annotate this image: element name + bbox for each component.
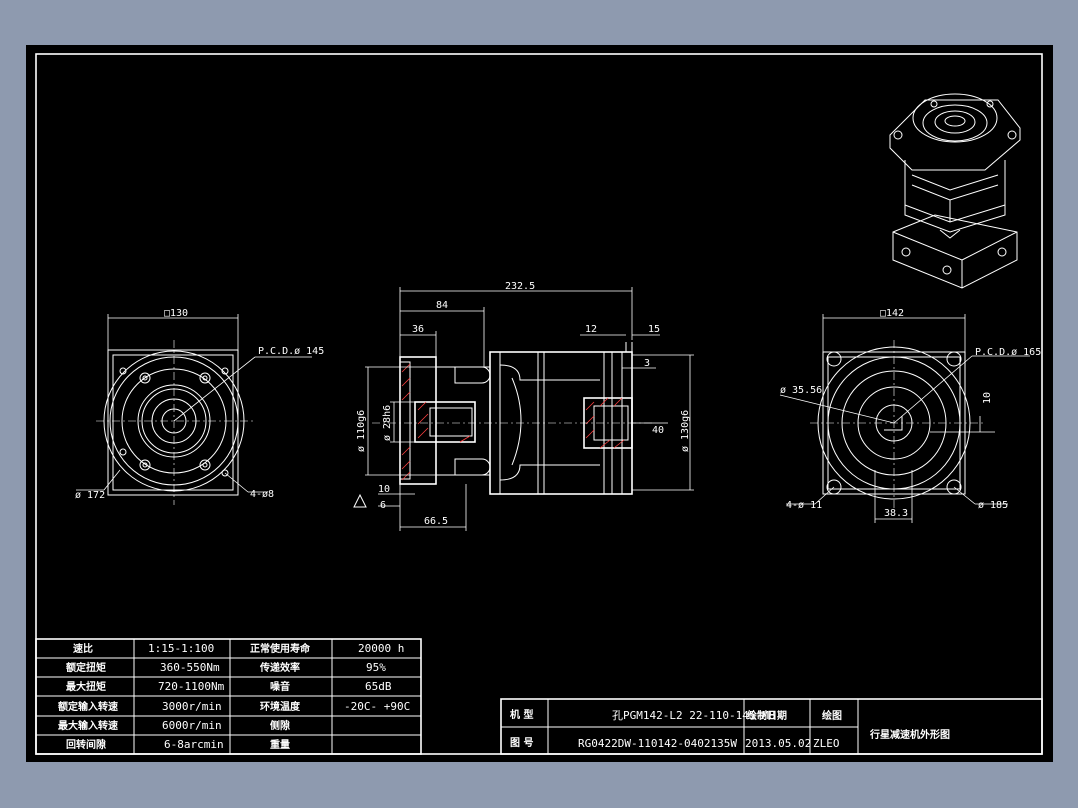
side-len-15-dim: 15 bbox=[648, 324, 660, 335]
spec-value-ambient-temp: -20C- +90C bbox=[344, 700, 410, 713]
spec-value-rated-speed: 3000r/min bbox=[162, 700, 222, 713]
spec-label-rotation-gap: 回转间隙 bbox=[66, 738, 106, 751]
left-holes-dim: 4-ø8 bbox=[250, 489, 274, 500]
right-len-383-dim: 38.3 bbox=[884, 508, 908, 519]
side-dia-130-dim: ø 130g6 bbox=[680, 410, 691, 452]
spec-label-weight: 重量 bbox=[270, 738, 290, 751]
right-square-dim: □142 bbox=[880, 308, 904, 319]
side-len-40-dim: 40 bbox=[652, 425, 664, 436]
spec-value-max-torque: 720-1100Nm bbox=[158, 680, 225, 693]
side-view: 232.5 84 36 12 15 3 ø 110g6 ø 28h6 ø 130… bbox=[353, 281, 694, 531]
spec-label-backlash: 侧隙 bbox=[270, 719, 290, 732]
isometric-view bbox=[889, 93, 1021, 289]
spec-value-rated-torque: 360-550Nm bbox=[160, 661, 220, 674]
spec-label-max-torque: 最大扭矩 bbox=[66, 680, 106, 693]
title-date-label: 绘制日期 bbox=[747, 709, 787, 722]
title-drawn-label: 绘图 bbox=[822, 709, 842, 722]
spec-value-ratio: 1:15-1:100 bbox=[148, 642, 214, 655]
drawing-sheet bbox=[26, 45, 1053, 762]
side-len-36-dim: 36 bbox=[412, 324, 424, 335]
spec-label-rated-speed: 额定输入转速 bbox=[58, 700, 118, 713]
spec-label-rated-torque: 额定扭矩 bbox=[66, 661, 106, 674]
spec-label-noise: 噪音 bbox=[270, 680, 290, 693]
spec-value-rotation-gap: 6-8arcmin bbox=[164, 738, 224, 751]
right-dia-185-dim: ø 185 bbox=[978, 500, 1008, 511]
title-date-value: 2013.05.02 bbox=[745, 737, 811, 750]
left-square-dim: □130 bbox=[164, 308, 188, 319]
spec-value-efficiency: 95% bbox=[366, 661, 386, 674]
spec-label-ambient-temp: 环境温度 bbox=[260, 700, 301, 713]
spec-label-efficiency: 传递效率 bbox=[259, 661, 300, 674]
title-drawn-value: ZLEO bbox=[813, 737, 840, 750]
side-len-10-dim: 10 bbox=[378, 484, 390, 495]
left-outer-dia-dim: ø 172 bbox=[75, 490, 105, 501]
right-len-10-dim: 10 bbox=[982, 392, 993, 404]
right-pcd-dim: P.C.D.ø 165 bbox=[975, 347, 1041, 358]
side-len-3-dim: 3 bbox=[644, 358, 650, 369]
title-drawing-no-label: 图 号 bbox=[510, 737, 533, 749]
spec-value-noise: 65dB bbox=[365, 680, 392, 693]
side-len-12-dim: 12 bbox=[585, 324, 597, 335]
drawing-title: 行星减速机外形图 bbox=[869, 728, 950, 741]
side-overall-len-dim: 232.5 bbox=[505, 281, 535, 292]
spec-value-max-speed: 6000r/min bbox=[162, 719, 222, 732]
spec-label-ratio: 速比 bbox=[73, 642, 93, 655]
right-view: □142 P.C.D.ø 165 ø 35.56 10 4-ø 11 38.3 … bbox=[779, 308, 1041, 523]
right-holes-dim: 4-ø 11 bbox=[786, 500, 822, 511]
side-dia-110-dim: ø 110g6 bbox=[356, 410, 367, 452]
spec-table: 速比 1:15-1:100 正常使用寿命 20000 h 额定扭矩 360-55… bbox=[35, 638, 422, 755]
spec-label-life: 正常使用寿命 bbox=[250, 642, 311, 655]
side-len-665-dim: 66.5 bbox=[424, 516, 448, 527]
right-dia-3556-dim: ø 35.56 bbox=[780, 385, 822, 396]
title-model-label: 机 型 bbox=[510, 708, 533, 721]
side-len-6-dim: 6 bbox=[380, 500, 386, 511]
title-block: 机 型 孔PGM142-L2 22-110-145-M8 图 号 RG0422D… bbox=[500, 698, 1043, 755]
side-dia-28-dim: ø 28h6 bbox=[382, 405, 393, 441]
title-model-value: 孔PGM142-L2 22-110-145-M8 bbox=[612, 709, 775, 722]
left-pcd-dim: P.C.D.ø 145 bbox=[258, 346, 324, 357]
left-view: □130 P.C.D.ø 145 ø 172 4-ø8 bbox=[75, 308, 324, 505]
spec-value-life: 20000 h bbox=[358, 642, 404, 655]
title-drawing-no-value: RG0422DW-110142-0402135W bbox=[578, 737, 737, 750]
spec-label-max-speed: 最大输入转速 bbox=[58, 719, 118, 732]
side-len-84-dim: 84 bbox=[436, 300, 448, 311]
